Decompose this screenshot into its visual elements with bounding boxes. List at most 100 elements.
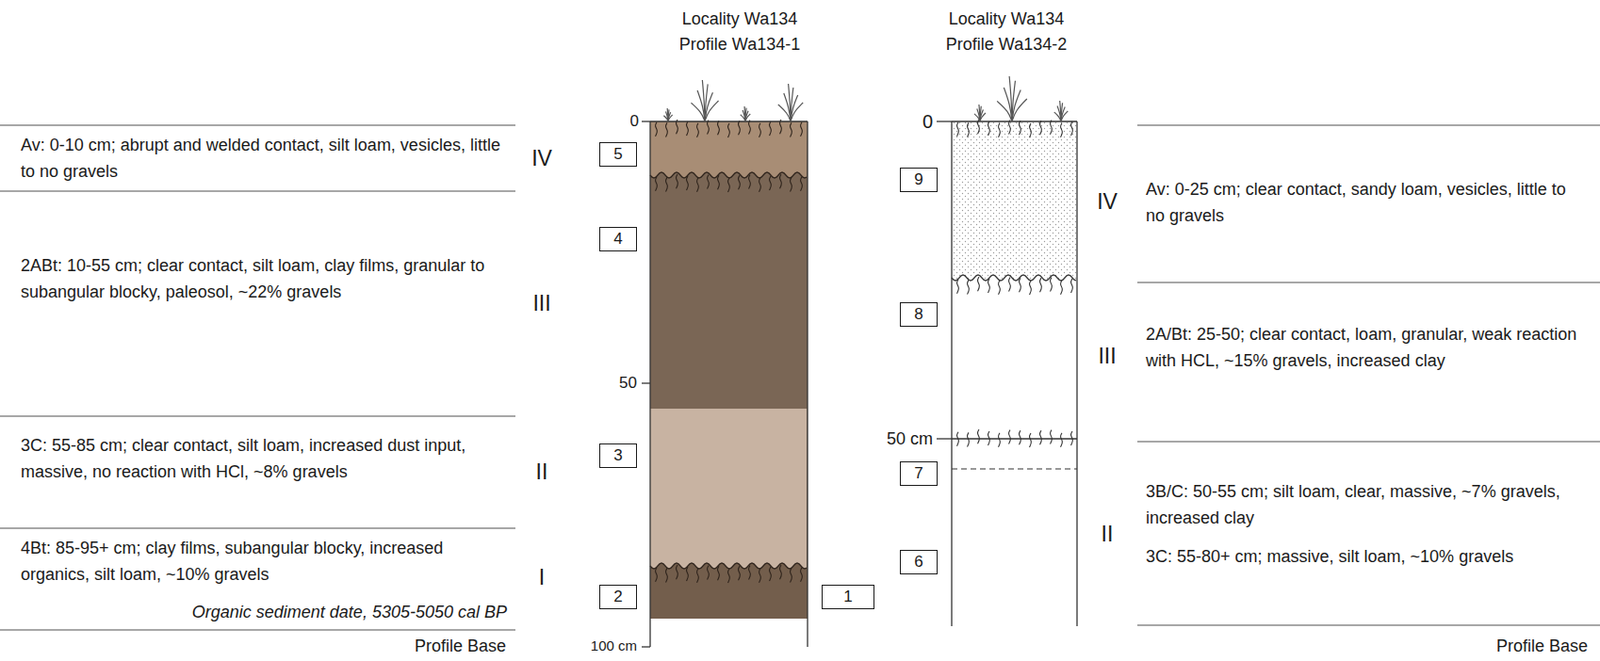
depth-label: 50 bbox=[619, 370, 637, 397]
root-stroke bbox=[769, 176, 772, 191]
horizon-av bbox=[650, 121, 808, 179]
root-stroke bbox=[988, 431, 991, 446]
horizon-description: Av: 0-10 cm; abrupt and welded contact, … bbox=[20, 131, 513, 185]
profile-heading: Profile Wa134-1 bbox=[679, 31, 800, 58]
root-stroke bbox=[697, 123, 700, 138]
horizon-rule bbox=[0, 190, 516, 193]
root-marks bbox=[655, 174, 803, 193]
unit-numeral: IV bbox=[1096, 188, 1118, 215]
root-stroke bbox=[1050, 430, 1053, 445]
root-stroke bbox=[957, 279, 960, 294]
root-stroke bbox=[728, 569, 731, 584]
depth-axis bbox=[649, 121, 651, 648]
horizon-rule bbox=[0, 415, 516, 418]
sample-box: 3 bbox=[599, 443, 637, 469]
root-stroke bbox=[1040, 430, 1043, 445]
sample-box: 9 bbox=[899, 167, 938, 193]
column-edge bbox=[950, 121, 952, 627]
root-stroke bbox=[1050, 277, 1053, 293]
sample-box: 7 bbox=[899, 461, 938, 487]
root-stroke bbox=[749, 566, 752, 581]
profile-base-label: Profile Base bbox=[414, 633, 507, 660]
root-stroke bbox=[728, 178, 731, 193]
grass-blade bbox=[704, 100, 719, 122]
grass-tuft bbox=[1054, 100, 1069, 122]
root-stroke bbox=[759, 569, 762, 584]
root-stroke bbox=[707, 120, 710, 135]
horizon-description: 3C: 55-80+ cm; massive, silt loam, ~10% … bbox=[1145, 543, 1589, 571]
sample-number: 2 bbox=[613, 587, 622, 607]
horizon-2abt bbox=[650, 121, 808, 409]
grass-tuft bbox=[690, 80, 719, 122]
profile-heading: Locality Wa134 bbox=[682, 5, 798, 33]
root-stroke bbox=[769, 567, 772, 582]
root-stroke bbox=[1009, 430, 1012, 445]
horizon-rule bbox=[0, 629, 516, 632]
root-stroke bbox=[686, 567, 689, 582]
grass-blade bbox=[702, 80, 705, 122]
sample-number: 3 bbox=[613, 446, 622, 466]
grass-blade bbox=[1009, 76, 1013, 122]
root-stroke bbox=[655, 177, 658, 192]
root-stroke bbox=[676, 174, 679, 189]
root-stroke bbox=[998, 433, 1001, 448]
horizon-rule bbox=[0, 527, 516, 530]
root-marks bbox=[655, 119, 803, 138]
root-marks bbox=[957, 277, 1074, 295]
grass-tuft bbox=[663, 108, 672, 122]
sample-number: 7 bbox=[914, 464, 923, 484]
sample-box: 1 bbox=[821, 585, 875, 610]
root-stroke bbox=[1019, 430, 1022, 445]
root-marks bbox=[957, 119, 1074, 138]
grass-tuft bbox=[778, 83, 803, 122]
root-stroke bbox=[697, 569, 700, 584]
grass-blade bbox=[788, 83, 791, 122]
profile-heading: Locality Wa134 bbox=[948, 5, 1064, 33]
depth-tick bbox=[936, 120, 952, 122]
root-stroke bbox=[1071, 278, 1074, 294]
root-stroke bbox=[1061, 433, 1063, 448]
root-stroke bbox=[978, 277, 980, 292]
gradual-boundary bbox=[951, 468, 1078, 470]
depth-label: 50 cm bbox=[886, 425, 933, 453]
grass-tuft bbox=[740, 106, 752, 122]
root-stroke bbox=[1009, 120, 1012, 135]
grass-blade bbox=[1061, 111, 1068, 122]
root-stroke bbox=[728, 123, 731, 138]
root-stroke bbox=[1040, 277, 1043, 293]
date-note: Organic sediment date, 5305-5050 cal BP bbox=[192, 599, 507, 626]
profile-heading: Profile Wa134-2 bbox=[946, 31, 1067, 58]
sample-number: 1 bbox=[843, 587, 852, 607]
sample-number: 9 bbox=[914, 170, 923, 190]
root-stroke bbox=[666, 177, 669, 192]
root-stroke bbox=[759, 178, 762, 193]
root-stroke bbox=[655, 122, 658, 137]
horizon-rule bbox=[1137, 440, 1600, 443]
root-stroke bbox=[790, 122, 793, 137]
root-stroke bbox=[1029, 433, 1032, 448]
horizon-rule bbox=[1137, 124, 1600, 127]
root-stroke bbox=[967, 279, 970, 294]
column-edge bbox=[1076, 121, 1078, 627]
grass-blade bbox=[668, 114, 673, 122]
root-stroke bbox=[666, 122, 669, 137]
horizon-4bt bbox=[650, 121, 808, 620]
root-stroke bbox=[707, 566, 710, 581]
root-stroke bbox=[738, 175, 741, 190]
unit-numeral: IV bbox=[531, 145, 553, 172]
sample-box: 8 bbox=[899, 302, 938, 327]
root-stroke bbox=[1040, 120, 1043, 135]
root-stroke bbox=[666, 568, 669, 583]
horizon-boundary bbox=[650, 172, 807, 179]
horizon-description: Av: 0-25 cm; clear contact, sandy loam, … bbox=[1145, 176, 1589, 229]
root-stroke bbox=[718, 566, 720, 581]
root-stroke bbox=[1050, 120, 1053, 135]
root-stroke bbox=[790, 568, 793, 583]
root-stroke bbox=[655, 568, 658, 583]
unit-numeral: III bbox=[532, 290, 551, 317]
sample-box: 2 bbox=[599, 585, 637, 610]
root-marks bbox=[655, 565, 803, 584]
sample-number: 4 bbox=[613, 229, 622, 249]
unit-numeral: II bbox=[536, 458, 549, 486]
